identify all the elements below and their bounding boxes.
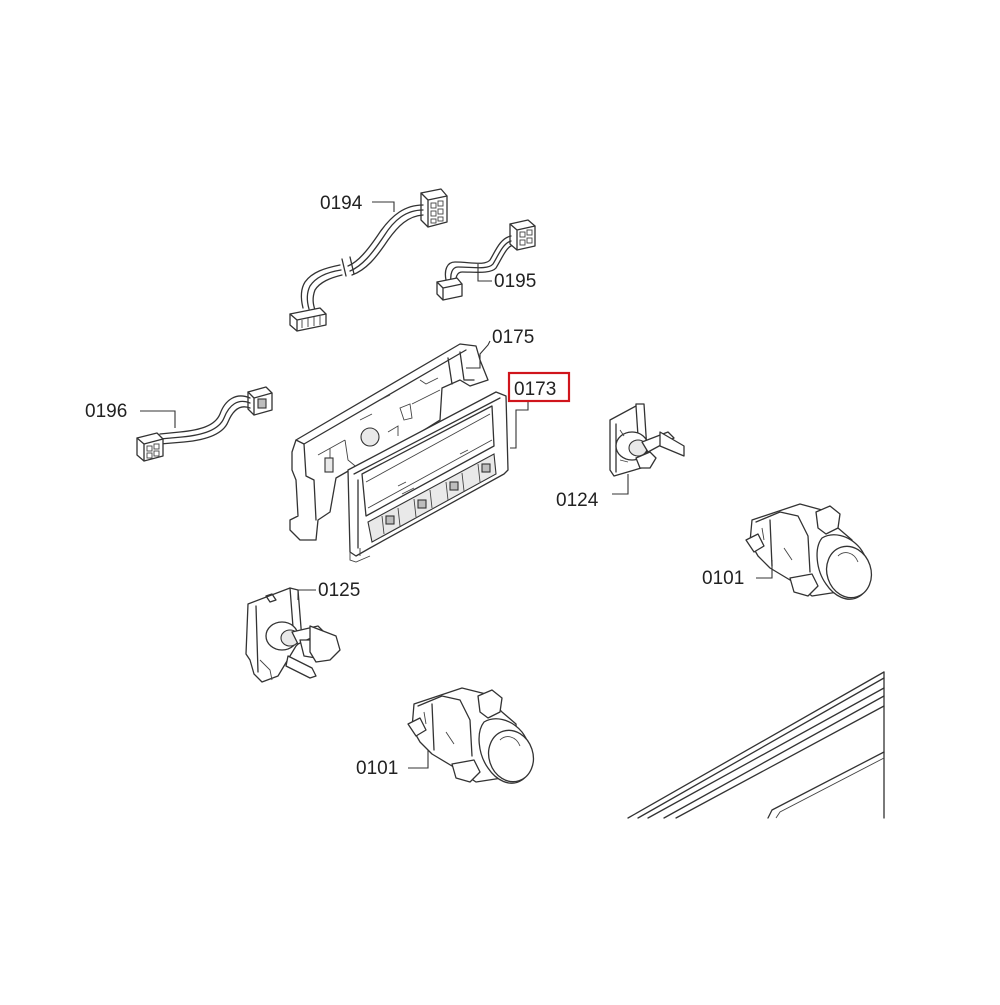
- label-0196: 0196: [85, 401, 127, 422]
- label-0173: 0173: [514, 379, 556, 400]
- connector-top: [420, 188, 448, 228]
- label-0124: 0124: [556, 490, 599, 511]
- label-0195: 0195: [494, 271, 536, 292]
- connector-top: [509, 219, 536, 251]
- label-0101-right: 0101: [702, 568, 744, 589]
- rotary-switch-0124[interactable]: 0124: [556, 403, 685, 511]
- knob-housing-0101-left[interactable]: 0101: [356, 687, 540, 788]
- connector-right: [247, 386, 273, 416]
- control-module-0173[interactable]: 0173: [347, 371, 571, 563]
- connector-bottom: [289, 307, 327, 332]
- connector-left: [136, 432, 164, 462]
- wire-harness-0194[interactable]: 0194: [289, 188, 448, 332]
- mounting-bracket-0175[interactable]: 0175: [289, 327, 534, 541]
- label-0101-left: 0101: [356, 758, 398, 779]
- knob-housing-0101-right[interactable]: 0101: [702, 503, 878, 604]
- wire-harness-0196[interactable]: 0196: [85, 386, 273, 462]
- connector-bottom: [436, 277, 463, 301]
- oven-front-panel: [627, 671, 885, 819]
- rotary-switch-0125[interactable]: 0125: [245, 580, 360, 683]
- label-0194: 0194: [320, 193, 363, 214]
- label-0125: 0125: [318, 580, 360, 601]
- wire-harness-0195[interactable]: 0195: [436, 219, 536, 301]
- highlight-box: [507, 371, 571, 403]
- label-0175: 0175: [492, 327, 534, 348]
